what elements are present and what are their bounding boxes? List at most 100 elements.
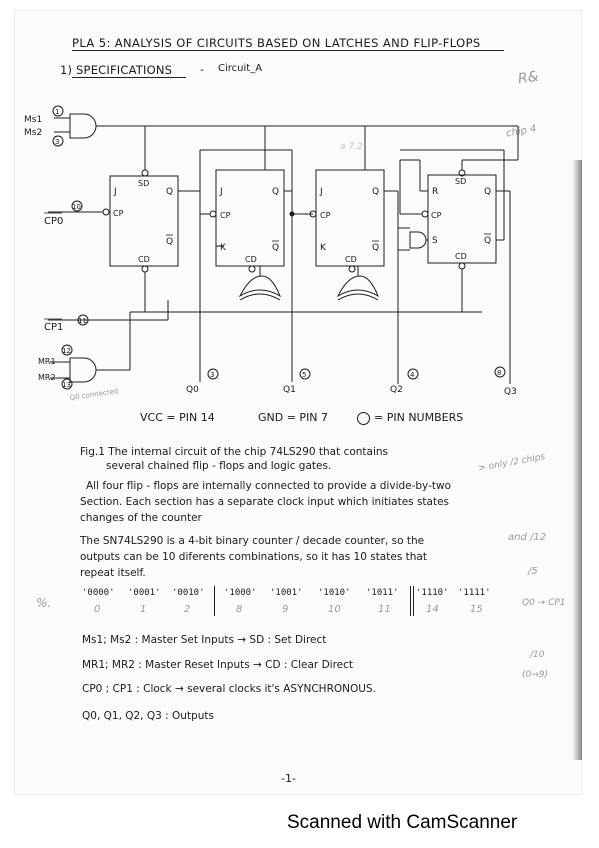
ff4-q: Q [484, 187, 491, 197]
scanned-page [14, 10, 582, 795]
state-value: 1 [140, 604, 147, 615]
legend-vcc: VCC = PIN 14 [140, 411, 215, 424]
para1-line1: All four flip - flops are internally con… [86, 480, 452, 492]
ff3-k: K [320, 243, 327, 253]
ff3-j: J [319, 187, 323, 197]
state-value: 14 [426, 604, 439, 615]
ff4-cp: CP [431, 211, 442, 220]
state-code: '0000' [82, 588, 115, 598]
state-value: 2 [184, 604, 191, 615]
def-clocks: CP0 ; CP1 : Clock → several clocks it's … [82, 683, 376, 695]
state-code: '1111' [458, 588, 491, 598]
margin-note-faint: a 7.2 [340, 142, 363, 152]
camscanner-watermark: Scanned with CamScanner [287, 812, 518, 833]
circuit-diagram: Ms1 Ms2 1 3 CP0 10 CP1 11 MR1 MR2 12 13 … [24, 105, 519, 402]
def-master-set: Ms1; Ms2 : Master Set Inputs → SD : Set … [82, 634, 327, 646]
state-code: '0010' [172, 588, 205, 598]
state-divider [214, 586, 215, 616]
document-title: PLA 5: ANALYSIS OF CIRCUITS BASED ON LAT… [72, 36, 481, 50]
label-mr1: MR1 [38, 357, 56, 366]
ff3-cd: CD [345, 255, 357, 264]
state-divider [413, 586, 414, 616]
state-code: '1010' [318, 588, 351, 598]
state-divider [410, 586, 411, 616]
para1-line3: changes of the counter [80, 512, 202, 524]
state-value: 0 [94, 604, 101, 615]
pin-q2: 4 [410, 371, 415, 379]
ff1-cd: CD [138, 255, 150, 264]
right-note-c: /5 [528, 566, 538, 577]
state-code: '0001' [128, 588, 161, 598]
legend-gnd: GND = PIN 7 [258, 411, 329, 424]
para2-line2: outputs can be 10 diferents combinations… [80, 551, 427, 563]
pin-q3: 8 [497, 369, 501, 377]
section-underline [72, 77, 186, 78]
ff4-cd: CD [455, 252, 467, 261]
pin-q1: 5 [302, 371, 306, 379]
ff3-q: Q [372, 187, 379, 197]
out-q0: Q0 [186, 385, 199, 395]
pin-cp0: 10 [72, 203, 81, 211]
right-note-e: /10 [530, 650, 545, 660]
heading-dash: - [200, 63, 204, 76]
label-ms1: Ms1 [24, 115, 42, 125]
title-underline [72, 50, 504, 51]
state-table: '0000' '0001' '0010' '1000' '1001' '1010… [66, 586, 506, 624]
fig-caption-line1: Fig.1 The internal circuit of the chip 7… [80, 446, 389, 458]
pin-circle-icon [357, 412, 370, 425]
state-value: 8 [236, 604, 243, 615]
footer-bar [0, 808, 599, 848]
pin-mr1: 12 [62, 347, 71, 355]
state-value: 15 [470, 604, 483, 615]
para1-line2: Section. Each section has a separate clo… [80, 496, 450, 508]
def-master-reset: MR1; MR2 : Master Reset Inputs → CD : Cl… [82, 659, 354, 671]
state-code: '1000' [224, 588, 257, 598]
right-note-f: (0→9) [522, 670, 549, 680]
state-value: 10 [328, 604, 341, 615]
pin-q0: 3 [210, 371, 214, 379]
ff4-qbar: Q [484, 236, 491, 246]
left-margin-note: %. [36, 596, 52, 610]
section-heading: 1) SPECIFICATIONS [60, 63, 173, 77]
right-note-d: Q0 → CP1 [522, 598, 566, 608]
circuit-name: Circuit_A [218, 63, 263, 74]
state-code: '1110' [416, 588, 449, 598]
ff4-sd: SD [455, 177, 466, 186]
out-q2: Q2 [390, 385, 403, 395]
ff4-r: R [432, 187, 438, 197]
label-ms2: Ms2 [24, 128, 42, 138]
ff1-qbar: Q [166, 237, 173, 247]
state-value: 9 [282, 604, 289, 615]
fig-caption-line2: several chained flip - flops and logic g… [106, 460, 332, 472]
pin-cp1: 11 [78, 317, 87, 325]
pin-ms1: 1 [55, 108, 59, 116]
pin-ms2: 3 [55, 138, 59, 146]
ff1-cp: CP [113, 209, 124, 218]
right-note-b: and /12 [508, 532, 547, 543]
ff1-sd: SD [138, 179, 149, 188]
ff4-s: S [432, 236, 438, 246]
ff1-q: Q [166, 187, 173, 197]
ff3-cp: CP [320, 211, 331, 220]
state-code: '1011' [366, 588, 399, 598]
ff1-j: J [113, 187, 117, 197]
page-number: -1- [281, 772, 296, 785]
pin-mr2: 13 [62, 381, 71, 389]
para2-line1: The SN74LS290 is a 4-bit binary counter … [80, 535, 425, 547]
label-cp0: CP0 [44, 216, 63, 227]
para2-line3: repeat itself. [80, 567, 146, 579]
ff2-j: J [219, 187, 223, 197]
legend-pins: = PIN NUMBERS [374, 411, 464, 424]
ff2-cp: CP [220, 211, 231, 220]
ff2-cd: CD [245, 255, 257, 264]
page-edge-shadow [572, 160, 582, 760]
out-q3: Q3 [504, 387, 517, 397]
ff2-k: K [220, 243, 227, 253]
state-code: '1001' [270, 588, 303, 598]
state-value: 11 [378, 604, 391, 615]
label-mr2: MR2 [38, 373, 56, 382]
ff3-qbar: Q [372, 243, 379, 253]
ff2-q: Q [272, 187, 279, 197]
margin-note-q0: Q0 connected [69, 387, 118, 402]
out-q1: Q1 [283, 385, 296, 395]
